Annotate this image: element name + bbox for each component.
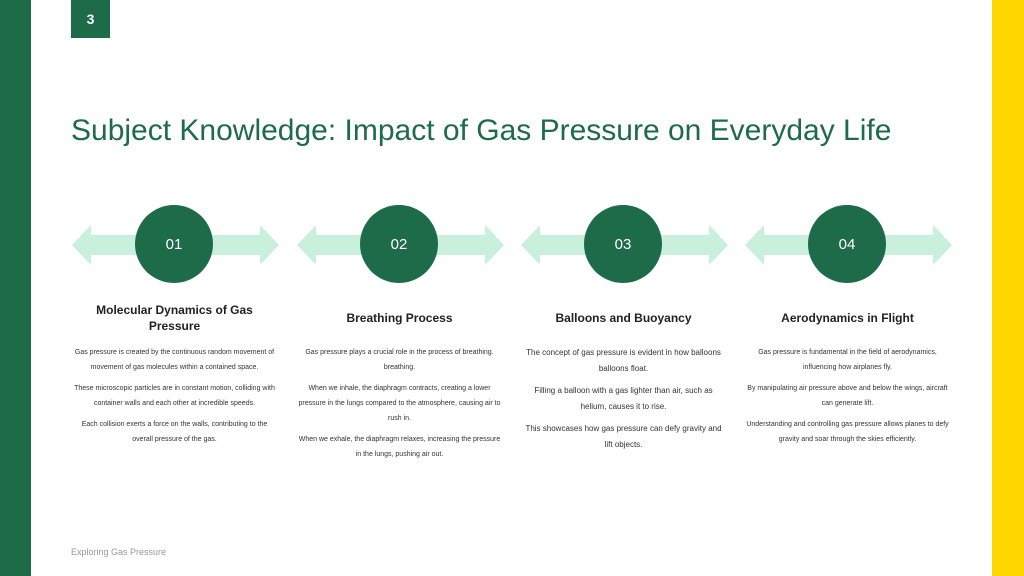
step-paragraph: These microscopic particles are in const… xyxy=(74,385,275,407)
right-accent-bar xyxy=(992,0,1024,576)
step-description: Gas pressure is fundamental in the field… xyxy=(745,345,950,453)
step-paragraph: Gas pressure is created by the continuou… xyxy=(74,349,275,371)
step-paragraph: Gas pressure is fundamental in the field… xyxy=(758,349,937,371)
step-number-circle: 02 xyxy=(360,205,438,283)
step-description: The concept of gas pressure is evident i… xyxy=(521,345,726,459)
step-number-circle: 01 xyxy=(135,205,213,283)
left-accent-bar xyxy=(0,0,31,576)
step-paragraph: Each collision exerts a force on the wal… xyxy=(81,421,268,443)
slide-footer: Exploring Gas Pressure xyxy=(71,547,167,557)
step-paragraph: Understanding and controlling gas pressu… xyxy=(746,421,949,443)
step-paragraph: This showcases how gas pressure can defy… xyxy=(525,424,722,449)
step-paragraph: When we exhale, the diaphragm relaxes, i… xyxy=(298,436,501,458)
step-number-circle: 04 xyxy=(808,205,886,283)
step-paragraph: Gas pressure plays a crucial role in the… xyxy=(305,349,494,371)
step-description: Gas pressure plays a crucial role in the… xyxy=(297,345,502,468)
step-paragraph: Filling a balloon with a gas lighter tha… xyxy=(534,386,713,411)
step-number-circle: 03 xyxy=(584,205,662,283)
step-heading: Molecular Dynamics of Gas Pressure xyxy=(96,303,253,333)
step-heading: Balloons and Buoyancy xyxy=(555,311,692,325)
page-number-badge: 3 xyxy=(71,0,110,38)
step-heading: Breathing Process xyxy=(346,311,453,325)
step-description: Gas pressure is created by the continuou… xyxy=(72,345,277,453)
step-paragraph: The concept of gas pressure is evident i… xyxy=(526,348,721,373)
step-paragraph: By manipulating air pressure above and b… xyxy=(747,385,948,407)
step-heading: Aerodynamics in Flight xyxy=(781,311,914,325)
step-paragraph: When we inhale, the diaphragm contracts,… xyxy=(298,385,501,422)
slide-title: Subject Knowledge: Impact of Gas Pressur… xyxy=(71,114,892,147)
